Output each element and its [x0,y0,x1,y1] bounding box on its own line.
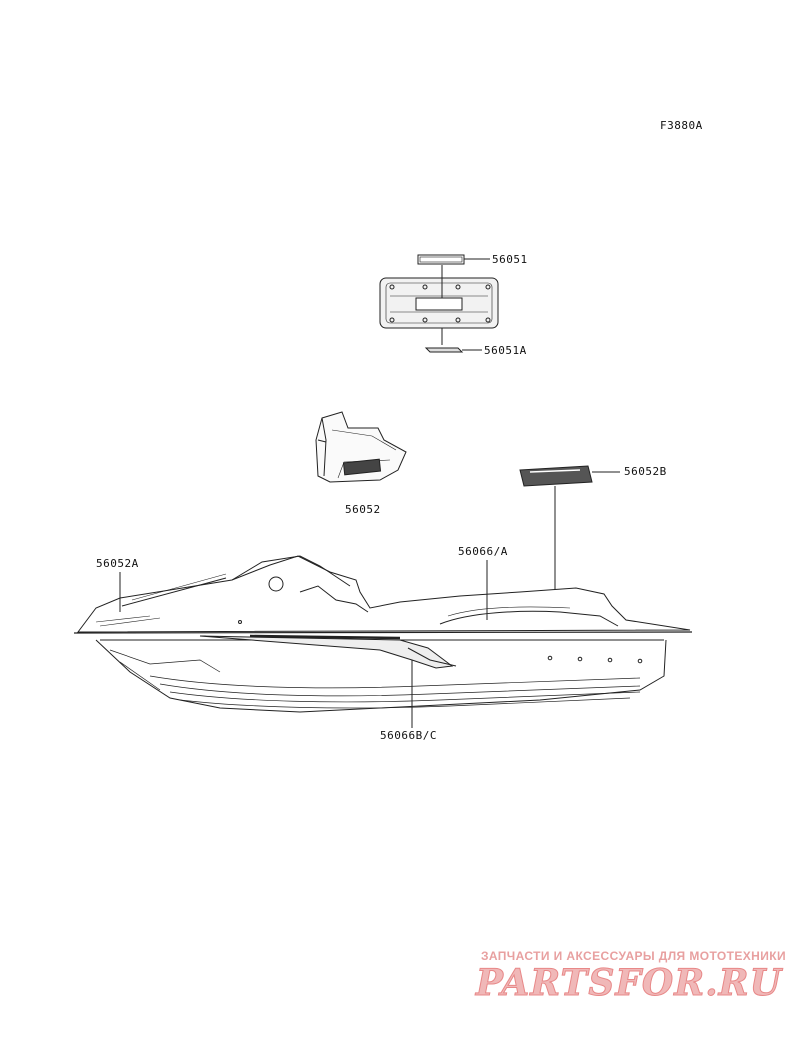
decal-56052B [519,465,620,596]
cover-plate [379,265,499,345]
cowl-piece-56052 [315,411,407,483]
callout-56051: 56051 [492,253,528,266]
callout-56051A: 56051A [484,344,527,357]
callout-56052B: 56052B [624,465,667,478]
watermark-logo: PARTSFOR.RU [475,962,782,1005]
figure-code: F3880A [660,119,703,132]
callout-56066A: 56066/A [458,545,508,558]
jet-ski-hull [73,555,693,728]
decal-56051A [424,347,482,353]
decal-56051-strip [417,254,490,265]
callout-56052: 56052 [345,503,381,516]
callout-56052A: 56052A [96,557,139,570]
callout-56066BC: 56066B/C [380,729,437,742]
watermark-tagline: ЗАПЧАСТИ И АКСЕССУАРЫ ДЛЯ МОТОТЕХНИКИ [480,949,786,963]
